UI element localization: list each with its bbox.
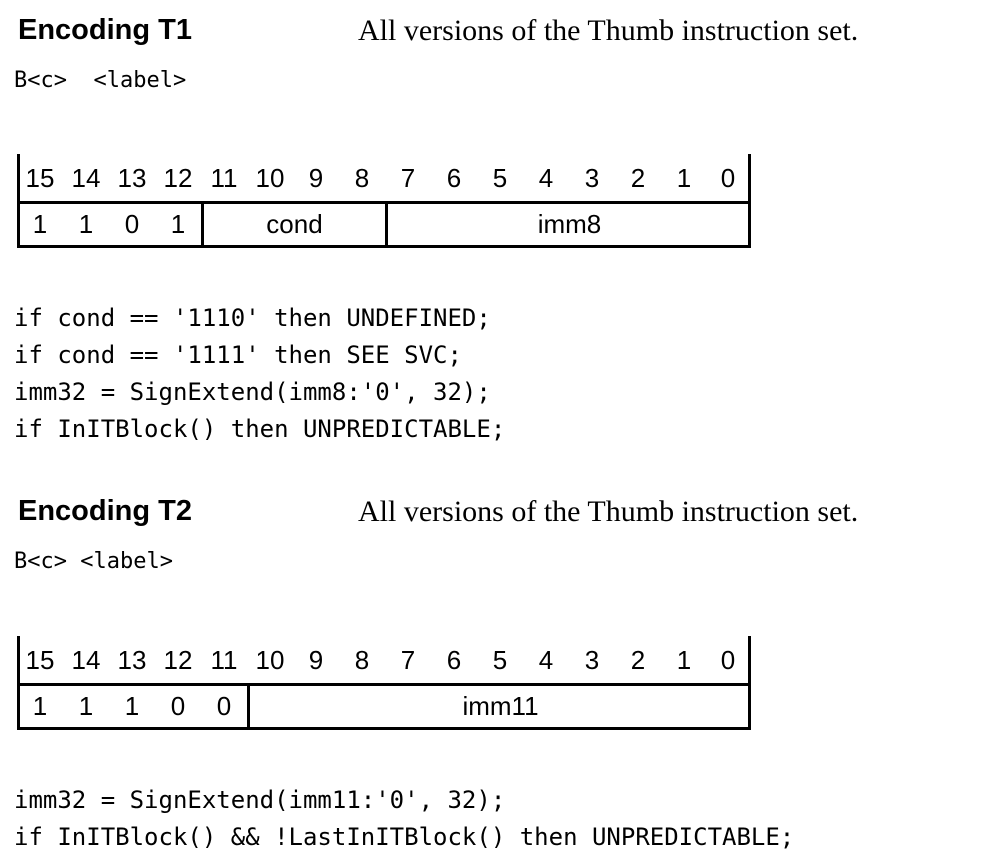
bit-number: 12 xyxy=(163,163,193,193)
fixed-bit: 0 xyxy=(216,691,232,721)
encoding-t2-pseudocode: imm32 = SignExtend(imm11:'0', 32); if In… xyxy=(14,782,794,856)
bit-number: 5 xyxy=(492,163,508,193)
bit-number: 0 xyxy=(720,645,736,675)
bit-number: 3 xyxy=(584,645,600,675)
bit-number: 8 xyxy=(354,163,370,193)
fixed-bit: 0 xyxy=(170,691,186,721)
bit-number: 6 xyxy=(446,163,462,193)
field-divider xyxy=(385,204,388,245)
bit-number: 10 xyxy=(255,645,285,675)
fixed-bit: 1 xyxy=(124,691,140,721)
fixed-bit: 1 xyxy=(78,691,94,721)
bit-field-row: 1 1 0 1 cond imm8 xyxy=(17,201,751,248)
fixed-bit: 1 xyxy=(32,691,48,721)
bit-number: 12 xyxy=(163,645,193,675)
bit-number: 11 xyxy=(210,163,238,193)
bit-number: 2 xyxy=(630,163,646,193)
pseudocode-line: if cond == '1111' then SEE SVC; xyxy=(14,341,462,369)
pseudocode-line: if cond == '1110' then UNDEFINED; xyxy=(14,304,491,332)
encoding-t2-heading: Encoding T2 xyxy=(18,495,192,527)
fixed-bit: 0 xyxy=(124,209,140,239)
field-divider xyxy=(247,686,250,727)
encoding-t1-heading: Encoding T1 xyxy=(18,14,192,46)
imm8-field: imm8 xyxy=(537,209,602,239)
bit-number: 7 xyxy=(400,163,416,193)
bit-number: 2 xyxy=(630,645,646,675)
bit-number: 5 xyxy=(492,645,508,675)
bit-number: 13 xyxy=(117,645,147,675)
bit-number: 14 xyxy=(71,163,101,193)
pseudocode-line: imm32 = SignExtend(imm8:'0', 32); xyxy=(14,378,491,406)
bit-number: 7 xyxy=(400,645,416,675)
bit-number: 8 xyxy=(354,645,370,675)
bit-number: 1 xyxy=(676,645,692,675)
imm11-field: imm11 xyxy=(462,691,539,721)
encoding-t1-pseudocode: if cond == '1110' then UNDEFINED; if con… xyxy=(14,300,505,448)
fixed-bit: 1 xyxy=(32,209,48,239)
fixed-bit: 1 xyxy=(170,209,186,239)
bit-number: 15 xyxy=(25,163,55,193)
bit-number: 9 xyxy=(308,645,324,675)
bit-field-row: 1 1 1 0 0 imm11 xyxy=(17,683,751,730)
bit-number: 4 xyxy=(538,163,554,193)
bit-number: 13 xyxy=(117,163,147,193)
bit-number: 10 xyxy=(255,163,285,193)
bit-number: 15 xyxy=(25,645,55,675)
bit-number: 1 xyxy=(676,163,692,193)
bit-number: 9 xyxy=(308,163,324,193)
encoding-t1-bit-diagram: 15 14 13 12 11 10 9 8 7 6 5 4 3 2 1 0 1 … xyxy=(17,154,751,248)
encoding-t2-bit-diagram: 15 14 13 12 11 10 9 8 7 6 5 4 3 2 1 0 1 … xyxy=(17,636,751,730)
bit-number-row: 15 14 13 12 11 10 9 8 7 6 5 4 3 2 1 0 xyxy=(17,154,751,201)
bit-number: 6 xyxy=(446,645,462,675)
pseudocode-line: if InITBlock() && !LastInITBlock() then … xyxy=(14,823,795,851)
bit-number: 11 xyxy=(210,645,238,675)
field-divider xyxy=(201,204,204,245)
bit-number-row: 15 14 13 12 11 10 9 8 7 6 5 4 3 2 1 0 xyxy=(17,636,751,683)
bit-number: 0 xyxy=(720,163,736,193)
pseudocode-line: imm32 = SignExtend(imm11:'0', 32); xyxy=(14,786,506,814)
fixed-bit: 1 xyxy=(78,209,94,239)
bit-number: 3 xyxy=(584,163,600,193)
bit-number: 14 xyxy=(71,645,101,675)
encoding-t1-applies-to: All versions of the Thumb instruction se… xyxy=(358,14,859,47)
encoding-t1-syntax: B<c> <label> xyxy=(14,68,187,93)
cond-field: cond xyxy=(266,209,323,239)
pseudocode-line: if InITBlock() then UNPREDICTABLE; xyxy=(14,415,506,443)
bit-number: 4 xyxy=(538,645,554,675)
encoding-t2-syntax: B<c> <label> xyxy=(14,549,173,574)
encoding-t2-applies-to: All versions of the Thumb instruction se… xyxy=(358,495,859,528)
